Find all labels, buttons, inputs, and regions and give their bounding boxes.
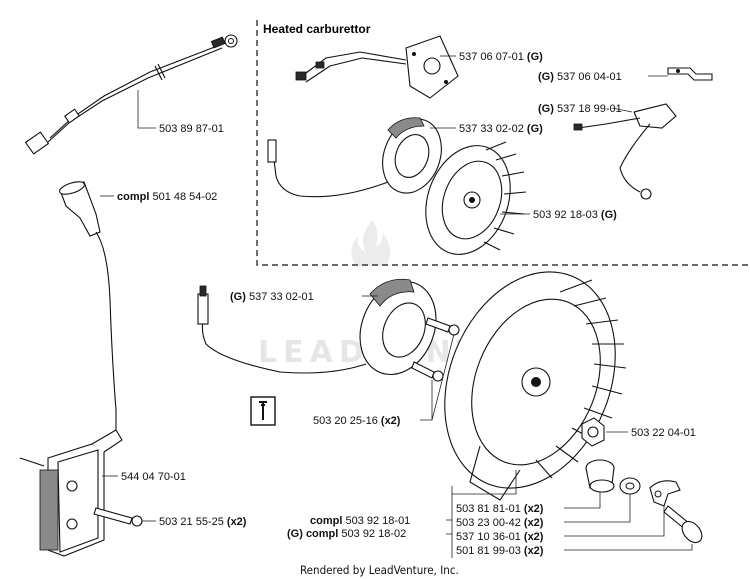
callout-thermostat: (G) 537 18 99-01 [538, 103, 622, 115]
callout-pawl: 537 10 36-01 (x2) [456, 531, 544, 543]
heated-carburettor-section: Heated carburettor [256, 20, 750, 266]
pawl-spring-part [585, 459, 615, 493]
washer-part [619, 477, 641, 495]
repair-note-icon [250, 396, 276, 426]
callout-heated-plate: 537 06 07-01 (G) [459, 51, 543, 63]
callout-flywheel-nut: 503 22 04-01 [631, 427, 696, 439]
section-heading: Heated carburettor [263, 22, 371, 36]
callout-heated-flywheel: 503 92 18-03 (G) [533, 209, 617, 221]
callout-washer: 503 23 00-42 (x2) [456, 517, 544, 529]
bracket-part [667, 67, 713, 81]
generator-part [197, 278, 437, 376]
spark-plug-boot-part [58, 181, 117, 430]
callout-spark-plug-boot: compl 501 48 54-02 [117, 191, 217, 203]
thermostat-part [573, 103, 677, 200]
flywheel-part [444, 271, 627, 501]
section-border [256, 20, 750, 266]
wire-harness-part [24, 34, 238, 155]
pawl-part [649, 480, 681, 507]
footer-credit: Rendered by LeadVenture, Inc. [300, 563, 459, 577]
callout-ignition-module: 544 04 70-01 [121, 471, 186, 483]
callout-flywheel-compl: compl 503 92 18-01 [310, 515, 410, 527]
generator-screw-part [411, 317, 460, 382]
ignition-module-part [19, 429, 123, 557]
heated-plate-part [295, 35, 459, 99]
callout-flywheel-compl-g: (G) compl 503 92 18-02 [287, 528, 406, 540]
callout-wire-harness: 503 89 87-01 [159, 123, 224, 135]
callout-pawl-spring: 503 81 81-01 (x2) [456, 503, 544, 515]
heated-flywheel-part [425, 141, 527, 255]
callout-bracket: (G) 537 06 04-01 [538, 71, 622, 83]
flywheel-nut-part [581, 417, 605, 447]
pawl-bolt-part [663, 505, 703, 544]
watermark-flame-icon [351, 220, 391, 266]
module-screw-part [93, 507, 143, 527]
callout-heated-generator: 537 33 02-02 (G) [459, 123, 543, 135]
callout-generator-screw: 503 20 25-16 (x2) [313, 415, 401, 427]
callout-generator: (G) 537 33 02-01 [230, 291, 314, 303]
callout-module-screw: 503 21 55-25 (x2) [159, 516, 247, 528]
callout-pawl-bolt: 501 81 99-03 (x2) [456, 545, 544, 557]
heated-generator-part [267, 117, 442, 198]
